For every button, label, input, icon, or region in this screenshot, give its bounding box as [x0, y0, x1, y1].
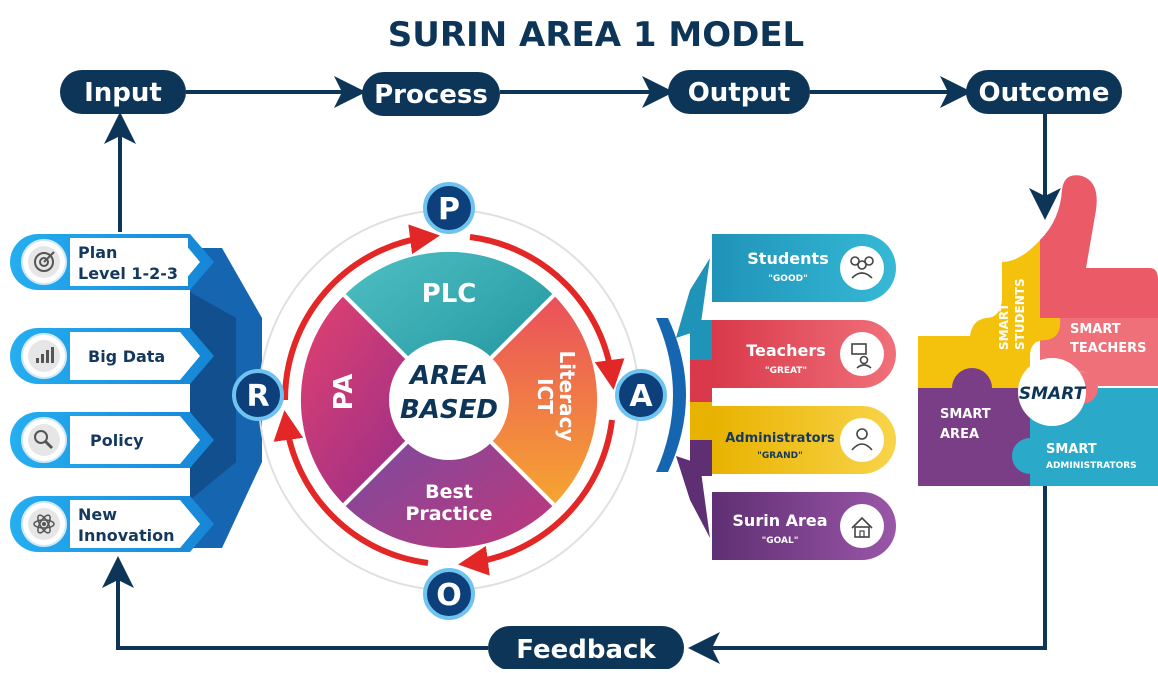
- input-item-label: New: [78, 505, 117, 524]
- input-item-policy: Policy: [10, 412, 214, 468]
- svg-text:O: O: [436, 578, 462, 613]
- cycle-arrow-r-to-p: [281, 224, 440, 401]
- feedback-pill: Feedback: [488, 626, 684, 670]
- quadrant-right: [449, 295, 598, 505]
- cycle-wheel: PLC PA ICT Literacy Best Practice AREA B…: [258, 209, 640, 591]
- badge-p: P: [423, 182, 475, 234]
- output-pill: Output: [668, 70, 810, 114]
- smart-students-label: SMART: [997, 302, 1011, 350]
- input-item-label: Big Data: [88, 347, 165, 366]
- outcome-label: Outcome: [978, 78, 1109, 108]
- output-item-surin-area: Surin Area "GOAL": [712, 492, 896, 560]
- output-item-sublabel: "GRAND": [757, 451, 803, 461]
- input-item-sublabel: Innovation: [78, 526, 174, 545]
- output-item-sublabel: "GOOD": [768, 274, 808, 284]
- smart-thumbs-up: SMART SMART STUDENTS SMART TEACHERS SMAR…: [918, 175, 1158, 486]
- smart-students-piece: [918, 240, 1061, 388]
- output-item-label: Students: [747, 249, 828, 268]
- input-item-label: Plan: [78, 243, 117, 262]
- feedback-label: Feedback: [516, 635, 656, 665]
- quadrant-top: [344, 251, 554, 400]
- input-pill: Input: [60, 70, 186, 114]
- process-label: Process: [374, 80, 488, 110]
- output-item-students: Students "GOOD": [712, 234, 896, 302]
- quadrant-left-label: PA: [329, 374, 359, 411]
- target-icon: [34, 251, 55, 272]
- quadrant-left: [300, 295, 449, 505]
- center-sublabel: BASED: [400, 395, 498, 425]
- quadrant-top-label: PLC: [422, 279, 477, 309]
- smart-center-label: SMART: [1019, 384, 1087, 404]
- cycle-arrow-o-to-r: [273, 410, 429, 566]
- quadrant-bottom-label: Best: [425, 481, 473, 503]
- output-item-label: Administrators: [725, 431, 835, 446]
- smart-students-sublabel: STUDENTS: [1013, 278, 1027, 350]
- output-item-label: Teachers: [746, 341, 826, 360]
- output-label: Output: [688, 78, 791, 108]
- badge-r: R: [232, 369, 284, 421]
- output-item-label: Surin Area: [732, 511, 827, 530]
- center-hub: [389, 340, 509, 460]
- feedback-return-arrow: [688, 480, 1047, 664]
- output-item-sublabel: "GOAL": [762, 536, 799, 546]
- smart-teachers-piece: [1040, 175, 1158, 318]
- smart-admins-label: SMART: [1046, 442, 1097, 457]
- process-pill: Process: [362, 72, 500, 116]
- magnifier-icon: [34, 430, 54, 450]
- smart-teachers-label: SMART: [1070, 322, 1121, 337]
- input-item-bigdata: Big Data: [10, 328, 214, 384]
- input-item-plan: Plan Level 1-2-3: [10, 234, 214, 290]
- input-item-sublabel: Level 1-2-3: [78, 264, 178, 283]
- cycle-arrow-a-to-o: [458, 419, 615, 576]
- svg-text:A: A: [629, 379, 653, 414]
- quadrant-right-label: ICT: [533, 378, 557, 414]
- svg-text:R: R: [246, 379, 269, 414]
- smart-teachers-sublabel: TEACHERS: [1070, 341, 1146, 356]
- group-icon: [850, 256, 874, 279]
- atom-icon: [33, 514, 55, 534]
- smart-area-label: SMART: [940, 407, 991, 422]
- home-icon: [851, 516, 873, 538]
- input-item-innovation: New Innovation: [10, 496, 214, 552]
- quadrant-right-sublabel: Literacy: [555, 351, 579, 442]
- svg-text:P: P: [438, 192, 460, 227]
- input-label: Input: [84, 78, 162, 108]
- page-title: SURIN AREA 1 MODEL: [388, 15, 804, 55]
- teacher-icon: [851, 343, 872, 369]
- quadrant-bottom: [344, 400, 554, 549]
- input-item-label: Policy: [90, 431, 144, 450]
- badge-o: O: [423, 568, 475, 620]
- output-item-administrators: Administrators "GRAND": [712, 406, 896, 474]
- output-bracket: [656, 258, 712, 538]
- smart-area-piece: [918, 388, 1030, 486]
- cycle-arrow-p-to-a: [469, 234, 625, 390]
- smart-admins-sublabel: ADMINISTRATORS: [1046, 461, 1137, 471]
- person-icon: [851, 428, 873, 451]
- output-item-teachers: Teachers "GREAT": [712, 320, 896, 388]
- center-label: AREA: [408, 361, 488, 391]
- bar-chart-icon: [36, 347, 54, 363]
- smart-area-sublabel: AREA: [940, 427, 979, 442]
- outcome-pill: Outcome: [966, 70, 1122, 114]
- badge-a: A: [615, 369, 667, 421]
- feedback-to-input-arrow: [102, 556, 488, 650]
- output-item-sublabel: "GREAT": [765, 366, 807, 376]
- quadrant-bottom-sublabel: Practice: [405, 503, 492, 525]
